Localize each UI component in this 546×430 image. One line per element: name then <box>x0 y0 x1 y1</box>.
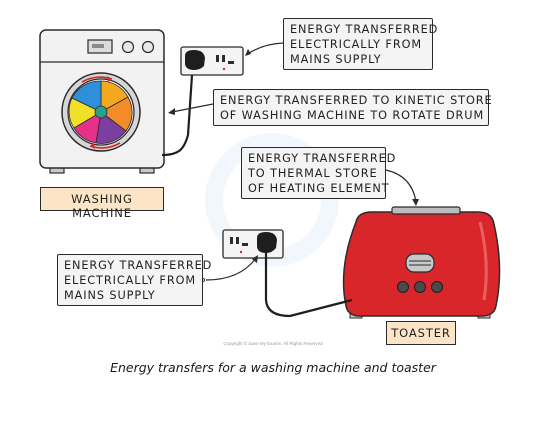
label-line: ENERGY TRANSFERRED <box>64 259 213 272</box>
label-toaster-thermal: ENERGY TRANSFERRED TO THERMAL STORE OF H… <box>241 147 397 199</box>
label-line: MAINS SUPPLY <box>290 53 382 66</box>
copyright-notice: Copyright © Save My Exams. All Rights Re… <box>223 341 323 346</box>
toaster-cable <box>264 253 353 318</box>
label-line: ENERGY TRANSFERRED <box>290 23 439 36</box>
label-line: OF WASHING MACHINE TO ROTATE DRUM <box>220 109 485 122</box>
label-line: ENERGY TRANSFERRED TO KINETIC STORE <box>220 94 493 107</box>
figure-caption: Energy transfers for a washing machine a… <box>110 360 436 375</box>
toaster-name: TOASTER <box>386 321 456 345</box>
label-line: MAINS SUPPLY <box>64 289 156 302</box>
label-line: ELECTRICALLY FROM <box>290 38 423 51</box>
washing-machine-name: WASHING MACHINE <box>40 187 164 220</box>
label-line: OF HEATING ELEMENT <box>248 182 390 195</box>
arrow-toaster-thermal <box>385 169 419 206</box>
label-toaster-mains: ENERGY TRANSFERRED ELECTRICALLY FROM MAI… <box>57 254 213 306</box>
arrow-washer-mains <box>245 42 284 56</box>
label-line: ELECTRICALLY FROM <box>64 274 197 287</box>
washing-machine-illustration <box>39 29 165 174</box>
label-line: ENERGY TRANSFERRED <box>248 152 397 165</box>
wall-socket-washer <box>180 46 244 76</box>
wall-socket-toaster <box>222 229 284 259</box>
label-line: TO THERMAL STORE <box>248 167 378 180</box>
washing-machine-cable <box>161 74 194 157</box>
toaster-illustration <box>342 206 501 319</box>
label-washer-mains: ENERGY TRANSFERRED ELECTRICALLY FROM MAI… <box>283 18 439 70</box>
label-washer-kinetic: ENERGY TRANSFERRED TO KINETIC STORE OF W… <box>213 89 493 126</box>
